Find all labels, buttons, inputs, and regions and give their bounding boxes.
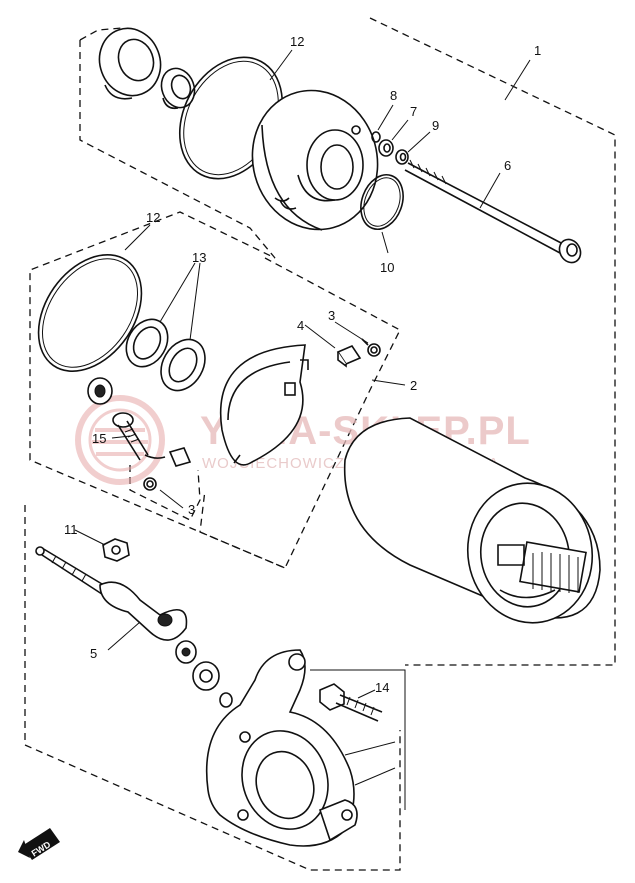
part-14-bolt: [319, 683, 383, 722]
callout-numbers: 1 2 3 3 4 5 6 7 8 9 10 11 12 12 13 14 15: [64, 34, 541, 695]
part-14-bolt-guides: [310, 669, 406, 810]
part-3-brush-spring-lower: [143, 477, 157, 491]
part-10-o-ring: [360, 174, 404, 230]
callout-15: 15: [92, 431, 106, 446]
part-washer-stack: [175, 640, 233, 708]
part-9-washer: [395, 149, 409, 165]
part-rear-end-cover: [251, 89, 379, 231]
part-4-brush: [336, 345, 362, 368]
callout-10: 10: [380, 260, 394, 275]
part-11-nut: [102, 538, 130, 562]
callout-4: 4: [297, 318, 304, 333]
callout-14: 14: [375, 680, 389, 695]
callout-1: 1: [534, 43, 541, 58]
callout-8: 8: [390, 88, 397, 103]
callout-12-lower: 12: [146, 210, 160, 225]
part-3-brush-spring-upper: [361, 338, 381, 357]
part-2-brush-plate: [219, 344, 309, 466]
callout-5: 5: [90, 646, 97, 661]
part-7-washer: [378, 139, 394, 157]
callout-9: 9: [432, 118, 439, 133]
assembly-outline-main: [24, 17, 616, 871]
callout-12-upper: 12: [290, 34, 304, 49]
part-brush-lower: [168, 447, 192, 467]
part-8-washer: [371, 131, 381, 143]
part-front-end-cover: [205, 649, 358, 847]
leader-lines: [74, 49, 531, 699]
callout-3-lower: 3: [188, 502, 195, 517]
watermark-logo-icon: [75, 395, 165, 485]
callout-13: 13: [192, 250, 206, 265]
part-yoke-housing: [343, 417, 601, 624]
callout-6: 6: [504, 158, 511, 173]
fwd-direction-arrow: FWD: [18, 828, 60, 860]
part-5-terminal-lead: [35, 546, 188, 641]
callout-2: 2: [410, 378, 417, 393]
part-15-terminal-bolt: [112, 412, 166, 461]
part-12-o-ring-lower: [37, 254, 143, 372]
callout-11: 11: [64, 522, 78, 537]
part-oil-seal: [160, 67, 196, 110]
part-6-through-bolt: [404, 159, 582, 264]
part-washer: [87, 377, 113, 405]
callout-7: 7: [410, 104, 417, 119]
part-bearing: [98, 27, 162, 100]
part-13-shim-b: [160, 338, 206, 392]
part-13-shim-a: [125, 318, 169, 368]
callout-3-upper: 3: [328, 308, 335, 323]
